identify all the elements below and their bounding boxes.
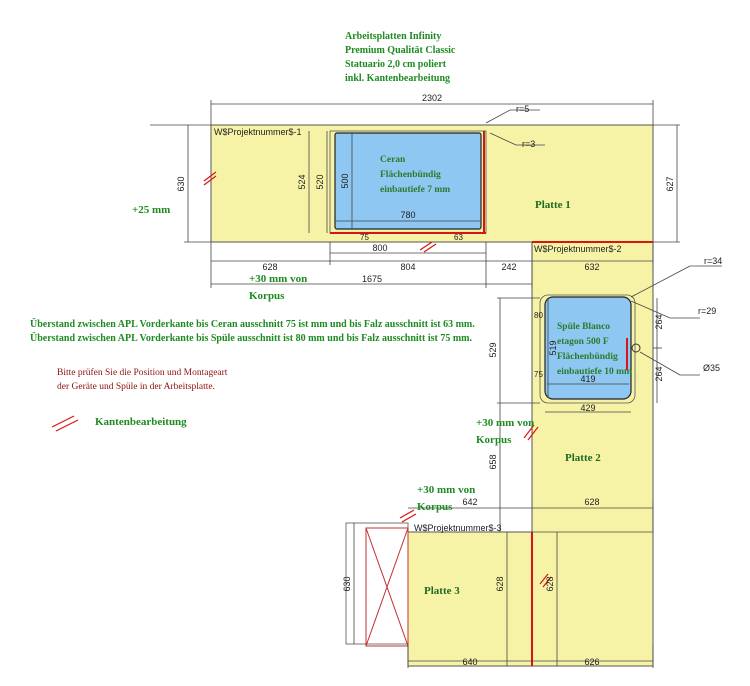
cabinet-box bbox=[345, 522, 409, 647]
dim-264-bottom: 264 bbox=[654, 366, 664, 381]
dim-63: 63 bbox=[454, 233, 463, 242]
dim-80: 80 bbox=[534, 311, 543, 320]
dim-2302: 2302 bbox=[422, 93, 442, 103]
project-ref-1: W$Projektnummer$-1 bbox=[214, 127, 302, 137]
dim-658: 658 bbox=[488, 454, 498, 469]
dim-800: 800 bbox=[372, 243, 387, 253]
overhang-note-sink: Überstand zwischen APL Vorderkante bis S… bbox=[30, 331, 473, 344]
dim-630-left: 630 bbox=[176, 176, 186, 191]
plate-1-label: Platte 1 bbox=[535, 199, 571, 211]
edge-tick-7 bbox=[399, 509, 415, 519]
edge-tick-10 bbox=[542, 576, 552, 588]
dim-626: 626 bbox=[584, 657, 599, 667]
sink-label-3: Flächenbündig bbox=[557, 352, 618, 362]
sink-label-1: Spüle Blanco bbox=[557, 322, 610, 332]
legend-edge-icon bbox=[51, 415, 75, 428]
dim-780: 780 bbox=[400, 210, 415, 220]
overhang-note-ceran: Überstand zwischen APL Vorderkante bis C… bbox=[30, 317, 475, 330]
dim-632: 632 bbox=[584, 262, 599, 272]
sink-falz-outline bbox=[539, 294, 636, 404]
legend: Kantenbearbeitung bbox=[51, 415, 187, 432]
offset-30mm-1-line-2: Korpus bbox=[249, 290, 285, 302]
dim-628-left-vert: 628 bbox=[495, 576, 505, 591]
dim-524: 524 bbox=[297, 174, 307, 189]
edge-tick-5 bbox=[523, 424, 535, 439]
project-ref-3: W$Projektnummer$-3 bbox=[414, 523, 502, 533]
check-note-line-2: der Geräte und Spüle in der Arbeitsplatt… bbox=[57, 382, 215, 392]
header-note-line-2: Premium Qualität Classic bbox=[345, 45, 456, 56]
dim-642: 642 bbox=[462, 497, 477, 507]
offset-30mm-3-line-2: Korpus bbox=[417, 501, 453, 513]
edge-tick-6 bbox=[527, 426, 539, 441]
plate-3-label: Platte 3 bbox=[424, 585, 460, 597]
header-note-line-1: Arbeitsplatten Infinity bbox=[345, 31, 441, 42]
tap-hole-icon bbox=[631, 343, 641, 353]
dim-264-top: 264 bbox=[654, 314, 664, 329]
dim-419: 419 bbox=[580, 374, 595, 384]
dim-429: 429 bbox=[580, 403, 595, 413]
dim-1675: 1675 bbox=[362, 274, 382, 284]
dim-630-plate3: 630 bbox=[342, 576, 352, 591]
dim-628-plate2: 628 bbox=[584, 497, 599, 507]
header-note-line-3: Statuario 2,0 cm poliert bbox=[345, 59, 447, 70]
dim-627: 627 bbox=[665, 176, 675, 191]
edge-tick-2 bbox=[203, 175, 217, 186]
header-notes: Arbeitsplatten Infinity Premium Qualität… bbox=[345, 31, 456, 84]
dim-242: 242 bbox=[501, 262, 516, 272]
offset-30mm-2-line-1: +30 mm von bbox=[476, 417, 534, 429]
header-note-line-4: inkl. Kantenbearbeitung bbox=[345, 73, 450, 84]
dim-519: 519 bbox=[548, 340, 558, 355]
plate-3-shape bbox=[407, 531, 533, 667]
edge-tick-9 bbox=[539, 573, 549, 585]
dim-75-ceran: 75 bbox=[360, 233, 369, 242]
offset-30mm-1-line-1: +30 mm von bbox=[249, 273, 307, 285]
offset-30mm-2-line-2: Korpus bbox=[476, 434, 512, 446]
radius-5: r=5 bbox=[516, 104, 529, 114]
dim-529: 529 bbox=[488, 342, 498, 357]
radius-34: r=34 bbox=[704, 256, 722, 266]
ceran-label-3: einbautiefe 7 mm bbox=[380, 185, 450, 195]
sink-cutout bbox=[544, 296, 632, 400]
diameter-35: Ø35 bbox=[703, 363, 720, 373]
sink-label-2: etagon 500 F bbox=[557, 337, 609, 347]
dim-640: 640 bbox=[462, 657, 477, 667]
radius-3: r=3 bbox=[522, 139, 535, 149]
edge-tick-1 bbox=[203, 171, 217, 182]
dim-628-top: 628 bbox=[262, 262, 277, 272]
dimension-lines bbox=[184, 100, 722, 668]
ceran-label-1: Ceran bbox=[380, 155, 406, 165]
edge-tick-4 bbox=[423, 243, 437, 253]
edge-tick-8 bbox=[401, 513, 417, 523]
plate-2-label: Platte 2 bbox=[565, 452, 601, 464]
dim-520: 520 bbox=[315, 174, 325, 189]
dim-628-right-vert: 628 bbox=[545, 576, 555, 591]
dim-75-sink: 75 bbox=[534, 370, 543, 379]
offset-25mm: +25 mm bbox=[132, 204, 170, 216]
ceran-cutout bbox=[334, 132, 482, 230]
dim-500: 500 bbox=[340, 173, 350, 188]
radius-29: r=29 bbox=[698, 306, 716, 316]
legend-label: Kantenbearbeitung bbox=[95, 416, 187, 428]
sink-label-4: einbautiefe 10 mm bbox=[557, 367, 632, 377]
edge-tick-3 bbox=[419, 241, 433, 251]
offset-30mm-3-line-1: +30 mm von bbox=[417, 484, 475, 496]
ceran-label-2: Flächenbündig bbox=[380, 170, 441, 180]
dim-804: 804 bbox=[400, 262, 415, 272]
project-ref-2: W$Projektnummer$-2 bbox=[534, 244, 622, 254]
check-note-line-1: Bitte prüfen Sie die Position und Montag… bbox=[57, 367, 228, 378]
